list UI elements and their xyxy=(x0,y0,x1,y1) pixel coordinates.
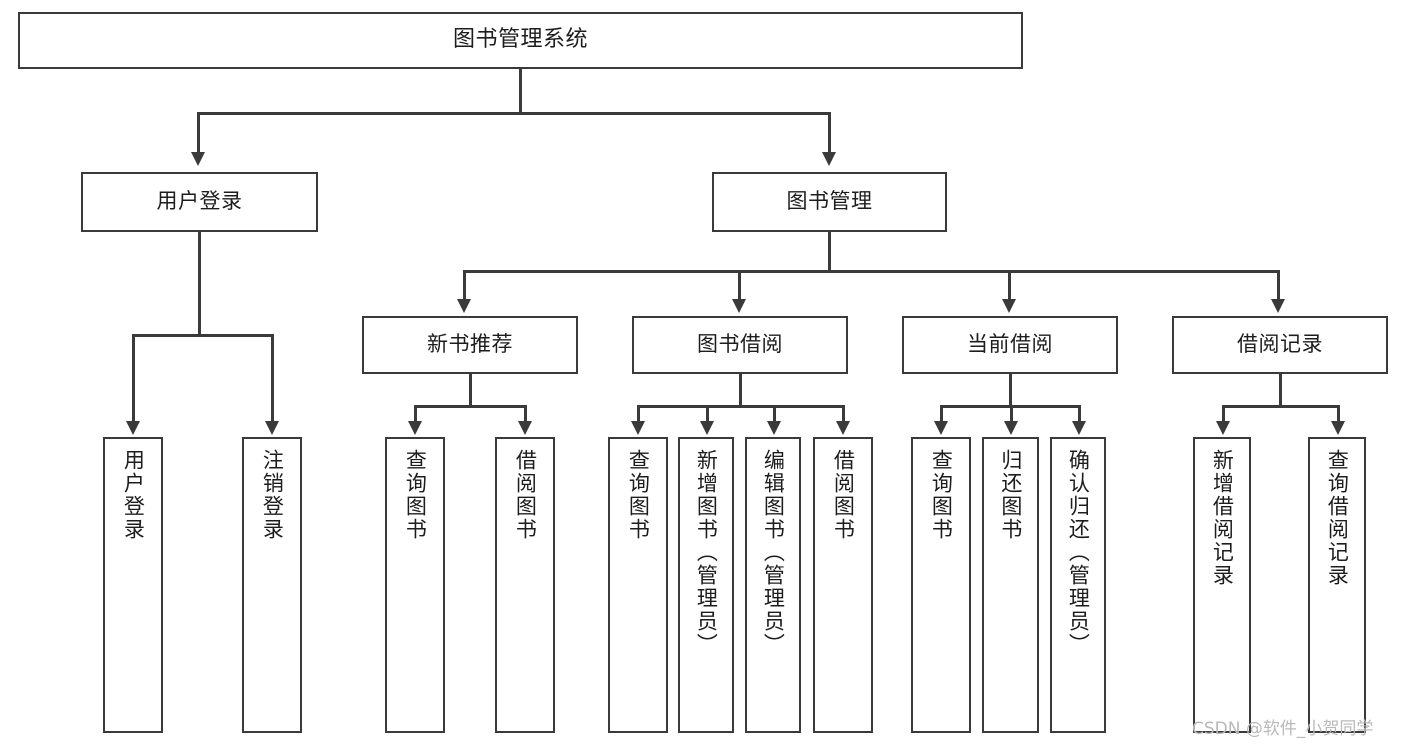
connector-user-login-to-leaf-2 xyxy=(271,334,274,423)
connector-new-book-recommend-stem xyxy=(469,374,472,407)
arrowhead-leaf-borrow-book-1 xyxy=(518,421,532,435)
leaf-query-book-3[interactable]: 查询图书 xyxy=(911,437,971,733)
connector-borrow-record-bus xyxy=(1222,405,1338,408)
connector-user-login-bus xyxy=(132,334,272,337)
connector-current-borrow-stem xyxy=(1009,374,1012,407)
node-label: 查询图书 xyxy=(403,449,428,541)
arrowhead-book-manage xyxy=(822,152,836,166)
arrowhead-leaf-add-record xyxy=(1216,421,1230,435)
connector-bb-to-leaf-1 xyxy=(637,405,640,423)
connector-cb-to-leaf-3 xyxy=(1078,405,1081,423)
node-label: 确认归还（管理员） xyxy=(1066,449,1091,656)
connector-new-book-recommend-bus xyxy=(414,405,525,408)
node-label: 当前借阅 xyxy=(967,332,1053,357)
leaf-user-login[interactable]: 用户登录 xyxy=(103,437,163,733)
arrowhead-leaf-user-login xyxy=(126,421,140,435)
connector-br-to-leaf-2 xyxy=(1337,405,1340,423)
connector-book-manage-stem xyxy=(828,232,831,272)
node-book-borrow[interactable]: 图书借阅 xyxy=(632,316,848,374)
node-label: 注销登录 xyxy=(260,449,285,541)
connector-cb-to-leaf-1 xyxy=(940,405,943,423)
node-book-manage[interactable]: 图书管理 xyxy=(712,172,947,232)
arrowhead-current-borrow xyxy=(1002,299,1016,313)
node-label: 用户登录 xyxy=(156,189,243,214)
arrowhead-leaf-return-book xyxy=(1004,421,1018,435)
arrowhead-borrow-record xyxy=(1271,299,1285,313)
arrowhead-leaf-query-book-1 xyxy=(408,421,422,435)
node-label: 图书借阅 xyxy=(697,332,783,357)
node-label: 新增图书（管理员） xyxy=(694,449,719,656)
connector-book-borrow-stem xyxy=(739,374,742,407)
leaf-add-record[interactable]: 新增借阅记录 xyxy=(1193,437,1251,733)
node-user-login[interactable]: 用户登录 xyxy=(81,172,318,232)
connector-root-bus xyxy=(197,112,831,115)
connector-to-new-book-recommend xyxy=(463,270,466,301)
leaf-query-record[interactable]: 查询借阅记录 xyxy=(1308,437,1366,733)
connector-root-to-user-login xyxy=(197,112,200,154)
leaf-query-book-2[interactable]: 查询图书 xyxy=(608,437,668,733)
node-label: 新增借阅记录 xyxy=(1210,449,1235,587)
node-label: 图书管理 xyxy=(786,189,873,214)
node-label: 借阅记录 xyxy=(1237,332,1323,357)
node-label: 用户登录 xyxy=(121,449,146,541)
node-label: 编辑图书（管理员） xyxy=(761,449,786,656)
connector-root-to-book-manage xyxy=(828,112,831,154)
arrowhead-leaf-borrow-book-2 xyxy=(836,421,850,435)
connector-cb-to-leaf-2 xyxy=(1010,405,1013,423)
connector-user-login-stem xyxy=(198,232,201,336)
arrowhead-new-book-recommend xyxy=(457,299,471,313)
arrowhead-book-borrow xyxy=(732,299,746,313)
leaf-borrow-book-1[interactable]: 借阅图书 xyxy=(495,437,555,733)
csdn-watermark: CSDN @软件_小贺同学 xyxy=(1192,719,1374,739)
connector-to-borrow-record xyxy=(1277,270,1280,301)
connector-bb-to-leaf-4 xyxy=(842,405,845,423)
leaf-confirm-return[interactable]: 确认归还（管理员） xyxy=(1050,437,1106,733)
arrowhead-leaf-edit-book xyxy=(767,421,781,435)
node-label: 新书推荐 xyxy=(427,332,513,357)
node-label: 图书管理系统 xyxy=(452,27,588,53)
leaf-borrow-book-2[interactable]: 借阅图书 xyxy=(813,437,873,733)
connector-borrow-record-stem xyxy=(1279,374,1282,407)
node-label: 借阅图书 xyxy=(513,449,538,541)
leaf-add-book[interactable]: 新增图书（管理员） xyxy=(678,437,734,733)
leaf-logout[interactable]: 注销登录 xyxy=(242,437,302,733)
connector-br-to-leaf-1 xyxy=(1222,405,1225,423)
arrowhead-leaf-logout xyxy=(265,421,279,435)
connector-bb-to-leaf-2 xyxy=(706,405,709,423)
connector-bb-to-leaf-3 xyxy=(773,405,776,423)
connector-book-borrow-bus xyxy=(637,405,845,408)
leaf-return-book[interactable]: 归还图书 xyxy=(982,437,1039,733)
connector-book-manage-bus xyxy=(463,270,1277,273)
node-borrow-record[interactable]: 借阅记录 xyxy=(1172,316,1388,374)
node-new-book-recommend[interactable]: 新书推荐 xyxy=(362,316,578,374)
arrowhead-leaf-query-book-3 xyxy=(934,421,948,435)
arrowhead-user-login xyxy=(191,152,205,166)
connector-to-book-borrow xyxy=(738,270,741,301)
node-label: 查询图书 xyxy=(626,449,651,541)
node-label: 查询借阅记录 xyxy=(1325,449,1350,587)
arrowhead-leaf-add-book xyxy=(700,421,714,435)
node-label: 借阅图书 xyxy=(831,449,856,541)
node-label: 查询图书 xyxy=(929,449,954,541)
arrowhead-leaf-confirm-return xyxy=(1072,421,1086,435)
connector-user-login-to-leaf-1 xyxy=(132,334,135,423)
node-label: 归还图书 xyxy=(998,449,1023,541)
node-current-borrow[interactable]: 当前借阅 xyxy=(902,316,1118,374)
connector-nbr-to-leaf-1 xyxy=(414,405,417,423)
connector-nbr-to-leaf-2 xyxy=(524,405,527,423)
arrowhead-leaf-query-record xyxy=(1331,421,1345,435)
node-root-system[interactable]: 图书管理系统 xyxy=(18,12,1023,69)
leaf-edit-book[interactable]: 编辑图书（管理员） xyxy=(745,437,801,733)
connector-to-current-borrow xyxy=(1008,270,1011,301)
connector-root-stem xyxy=(519,69,522,114)
arrowhead-leaf-query-book-2 xyxy=(631,421,645,435)
leaf-query-book-1[interactable]: 查询图书 xyxy=(385,437,445,733)
